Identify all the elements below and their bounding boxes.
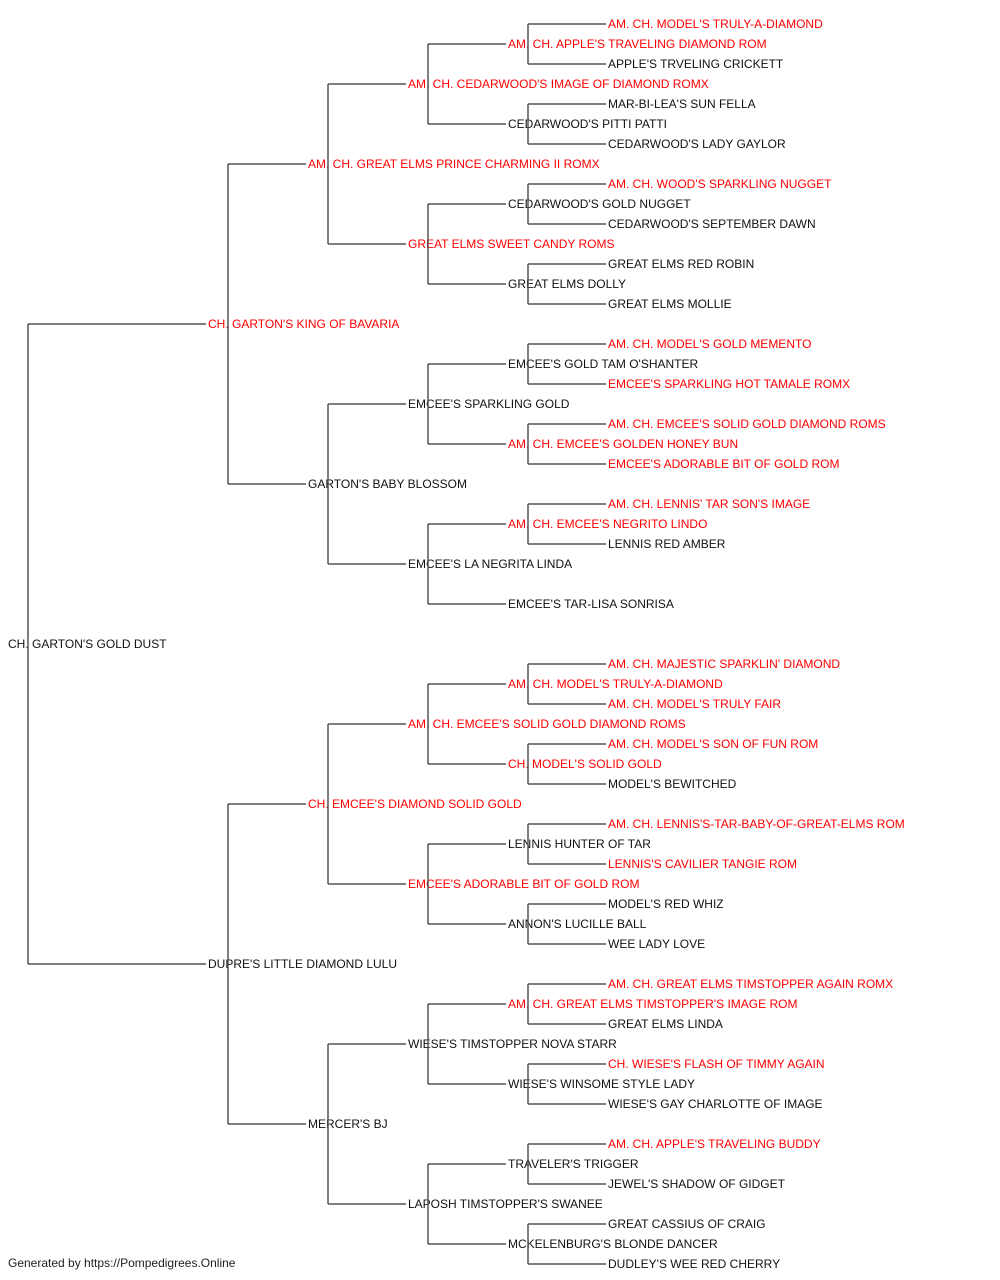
ancestor-name: WEE LADY LOVE	[608, 937, 705, 951]
ancestor-name: GARTON'S BABY BLOSSOM	[308, 477, 467, 491]
ancestor-name: EMCEE'S ADORABLE BIT OF GOLD ROM	[608, 457, 839, 471]
ancestor-name: GREAT CASSIUS OF CRAIG	[608, 1217, 766, 1231]
ancestor-name: MODEL'S RED WHIZ	[608, 897, 724, 911]
ancestor-name: ANNON'S LUCILLE BALL	[508, 917, 647, 931]
ancestor-name: GREAT ELMS MOLLIE	[608, 297, 732, 311]
ancestor-name: AM. CH. GREAT ELMS TIMSTOPPER AGAIN ROMX	[608, 977, 893, 991]
ancestor-name: CH. GARTON'S KING OF BAVARIA	[208, 317, 399, 331]
ancestor-name: CH. MODEL'S SOLID GOLD	[508, 757, 662, 771]
ancestor-name: EMCEE'S SPARKLING HOT TAMALE ROMX	[608, 377, 850, 391]
ancestor-name: CH. WIESE'S FLASH OF TIMMY AGAIN	[608, 1057, 825, 1071]
ancestor-name: AM. CH. EMCEE'S SOLID GOLD DIAMOND ROMS	[608, 417, 886, 431]
ancestor-name: WIESE'S TIMSTOPPER NOVA STARR	[408, 1037, 617, 1051]
ancestor-name: GREAT ELMS RED ROBIN	[608, 257, 754, 271]
ancestor-name: GREAT ELMS DOLLY	[508, 277, 626, 291]
ancestor-name: APPLE'S TRVELING CRICKETT	[608, 57, 784, 71]
ancestor-name: LAPOSH TIMSTOPPER'S SWANEE	[408, 1197, 603, 1211]
ancestor-name: JEWEL'S SHADOW OF GIDGET	[608, 1177, 786, 1191]
ancestor-name: EMCEE'S SPARKLING GOLD	[408, 397, 570, 411]
ancestor-name: AM. CH. GREAT ELMS TIMSTOPPER'S IMAGE RO…	[508, 997, 797, 1011]
subject-dog-name: CH. GARTON'S GOLD DUST	[8, 637, 167, 651]
ancestor-name: CEDARWOOD'S SEPTEMBER DAWN	[608, 217, 816, 231]
ancestor-name: TRAVELER'S TRIGGER	[508, 1157, 639, 1171]
ancestor-name: AM. CH. CEDARWOOD'S IMAGE OF DIAMOND ROM…	[408, 77, 709, 91]
ancestor-name: MAR-BI-LEA'S SUN FELLA	[608, 97, 756, 111]
ancestor-name: AM. CH. MAJESTIC SPARKLIN' DIAMOND	[608, 657, 840, 671]
ancestor-name: WIESE'S GAY CHARLOTTE OF IMAGE	[608, 1097, 823, 1111]
ancestor-name: CEDARWOOD'S LADY GAYLOR	[608, 137, 786, 151]
ancestor-name: MCKELENBURG'S BLONDE DANCER	[508, 1237, 718, 1251]
ancestor-name: AM. CH. APPLE'S TRAVELING DIAMOND ROM	[508, 37, 767, 51]
ancestor-name: AM. CH. APPLE'S TRAVELING BUDDY	[608, 1137, 821, 1151]
ancestor-name: LENNIS HUNTER OF TAR	[508, 837, 651, 851]
ancestor-name: EMCEE'S GOLD TAM O'SHANTER	[508, 357, 699, 371]
ancestor-name: MERCER'S BJ	[308, 1117, 388, 1131]
ancestor-name: CEDARWOOD'S GOLD NUGGET	[508, 197, 691, 211]
ancestor-name: AM. CH. EMCEE'S SOLID GOLD DIAMOND ROMS	[408, 717, 686, 731]
ancestor-name: DUPRE'S LITTLE DIAMOND LULU	[208, 957, 397, 971]
ancestor-name: AM. CH. LENNIS'S-TAR-BABY-OF-GREAT-ELMS …	[608, 817, 905, 831]
ancestor-name: EMCEE'S TAR-LISA SONRISA	[508, 597, 674, 611]
ancestor-name: AM. CH. MODEL'S TRULY-A-DIAMOND	[508, 677, 723, 691]
ancestor-name: WIESE'S WINSOME STYLE LADY	[508, 1077, 695, 1091]
ancestor-name: AM. CH. WOOD'S SPARKLING NUGGET	[608, 177, 832, 191]
ancestor-name: MODEL'S BEWITCHED	[608, 777, 737, 791]
ancestor-name: CEDARWOOD'S PITTI PATTI	[508, 117, 667, 131]
ancestor-name: LENNIS'S CAVILIER TANGIE ROM	[608, 857, 797, 871]
ancestor-name: EMCEE'S ADORABLE BIT OF GOLD ROM	[408, 877, 639, 891]
ancestor-name: LENNIS RED AMBER	[608, 537, 726, 551]
ancestor-name: DUDLEY'S WEE RED CHERRY	[608, 1257, 780, 1271]
footer-credit: Generated by https://Pompedigrees.Online	[8, 1256, 236, 1270]
ancestor-name: CH. EMCEE'S DIAMOND SOLID GOLD	[308, 797, 522, 811]
ancestor-name: EMCEE'S LA NEGRITA LINDA	[408, 557, 572, 571]
ancestor-name: AM. CH. MODEL'S TRULY FAIR	[608, 697, 781, 711]
ancestor-name: GREAT ELMS LINDA	[608, 1017, 723, 1031]
ancestor-name: AM. CH. GREAT ELMS PRINCE CHARMING II RO…	[308, 157, 600, 171]
ancestor-name: GREAT ELMS SWEET CANDY ROMS	[408, 237, 614, 251]
ancestor-name: AM. CH. EMCEE'S GOLDEN HONEY BUN	[508, 437, 738, 451]
ancestor-name: AM. CH. MODEL'S SON OF FUN ROM	[608, 737, 818, 751]
ancestor-name: AM. CH. LENNIS' TAR SON'S IMAGE	[608, 497, 810, 511]
ancestor-name: AM. CH. MODEL'S GOLD MEMENTO	[608, 337, 811, 351]
ancestor-name: AM. CH. MODEL'S TRULY-A-DIAMOND	[608, 17, 823, 31]
ancestor-name: AM. CH. EMCEE'S NEGRITO LINDO	[508, 517, 707, 531]
